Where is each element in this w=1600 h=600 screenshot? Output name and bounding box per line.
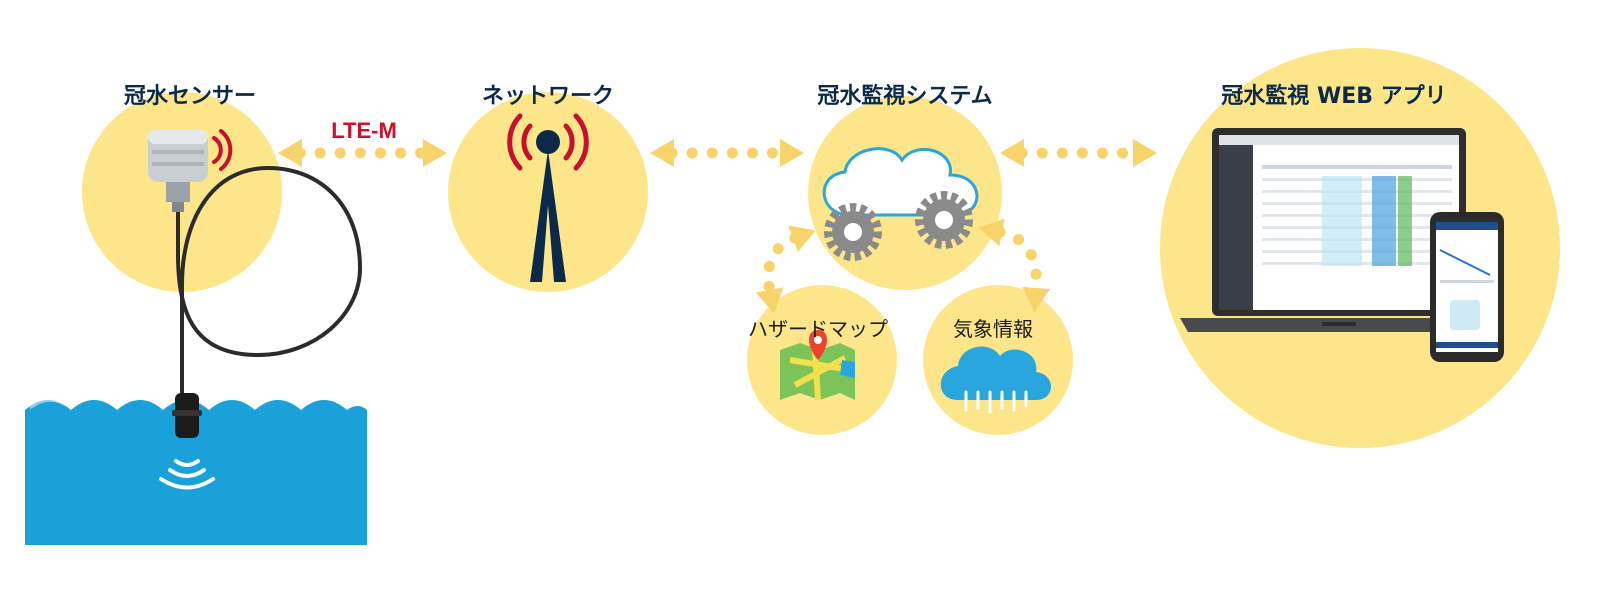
system-weather-arrow	[978, 218, 1051, 312]
antenna-icon	[530, 130, 566, 282]
network-title: ネットワーク	[481, 84, 615, 109]
map-pin-icon	[780, 330, 855, 401]
sensor-signal-icon	[212, 129, 233, 171]
smartphone-icon	[1430, 212, 1504, 362]
cloud-gears-icon	[822, 147, 979, 261]
gear-icon	[915, 191, 973, 249]
sensor-title: 冠水センサー	[123, 84, 257, 109]
network-system-arrow	[650, 139, 804, 167]
water-level-sensor-icon	[148, 130, 363, 438]
weather-title: 気象情報	[953, 317, 1033, 341]
underwater-signal-icon	[159, 459, 215, 490]
gear-icon	[824, 203, 882, 261]
sensor-network-arrow	[278, 139, 447, 167]
hazard-map-title: ハザードマップ	[748, 317, 888, 341]
webapp-title: 冠水監視 WEB アプリ	[1221, 84, 1447, 109]
system-webapp-arrow	[1000, 139, 1157, 167]
laptop-icon	[1180, 128, 1498, 332]
rain-cloud-icon	[940, 346, 1051, 414]
system-title: 冠水監視システム	[817, 84, 993, 109]
system-hazard-arrow	[755, 225, 816, 314]
antenna-signal-icon	[507, 113, 589, 171]
lte-m-label: LTE-M	[331, 118, 397, 143]
connectors	[278, 139, 1157, 314]
laptop-smartphone-icon	[1180, 128, 1504, 362]
